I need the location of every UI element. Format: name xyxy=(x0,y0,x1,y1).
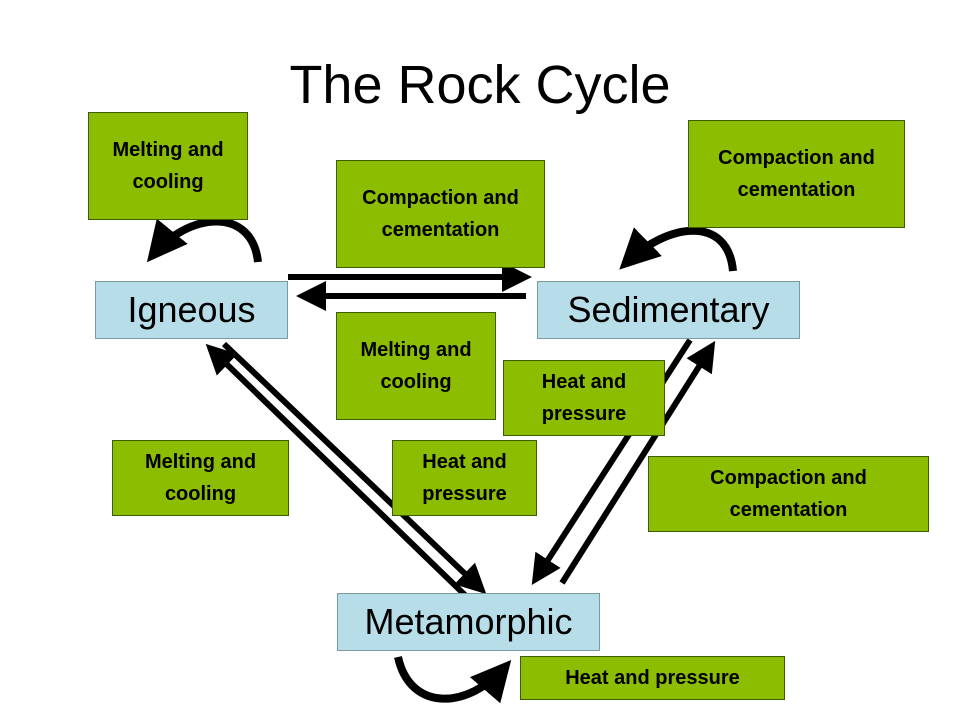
rock-sedimentary: Sedimentary xyxy=(537,281,800,339)
arrow-metamorphic-to-sedimentary xyxy=(559,340,716,585)
process-sedimentary-to-metamorphic: Heat and pressure xyxy=(503,360,665,436)
process-sedimentary-to-igneous: Melting and cooling xyxy=(336,312,496,420)
process-metamorphic-to-igneous: Melting and cooling xyxy=(112,440,289,516)
arrow-igneous-loop xyxy=(146,217,262,263)
arrow-metamorphic-loop xyxy=(394,656,512,704)
page-title: The Rock Cycle xyxy=(289,55,671,115)
process-metamorphic-to-sedimentary: Compaction and cementation xyxy=(648,456,929,532)
rock-metamorphic: Metamorphic xyxy=(337,593,600,651)
arrow-sedimentary-loop xyxy=(619,226,737,272)
arrow-igneous-to-metamorphic xyxy=(221,341,487,595)
process-sedimentary-loop: Compaction and cementation xyxy=(688,120,905,228)
rock-igneous: Igneous xyxy=(95,281,288,339)
arrow-metamorphic-to-igneous xyxy=(205,343,471,601)
process-igneous-loop: Melting and cooling xyxy=(88,112,248,220)
process-igneous-to-sedimentary: Compaction and cementation xyxy=(336,160,545,268)
process-igneous-to-metamorphic: Heat and pressure xyxy=(392,440,537,516)
process-metamorphic-loop: Heat and pressure xyxy=(520,656,785,700)
